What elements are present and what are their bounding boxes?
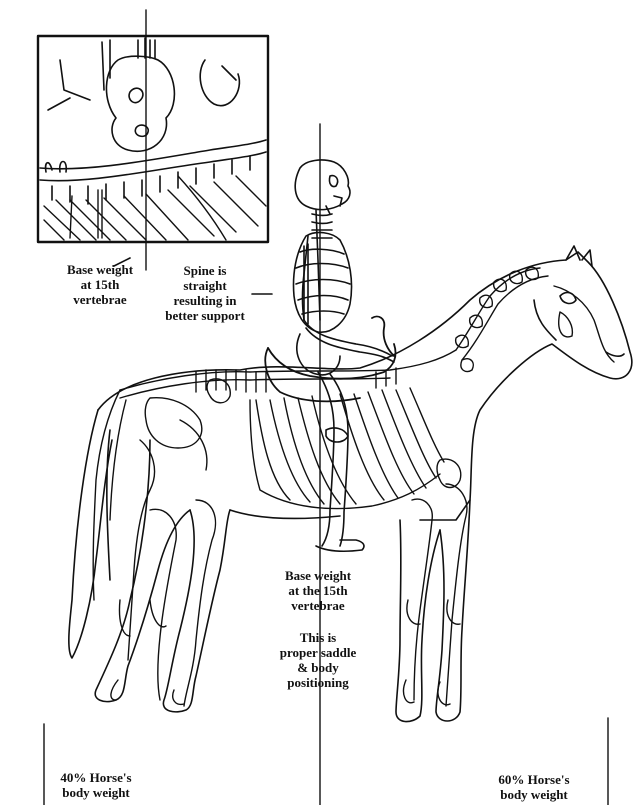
right-weight-label: 60% Horse's body weight: [484, 772, 584, 802]
inset-base-weight-label: Base weight at 15th vertebrae: [52, 262, 148, 307]
left-weight-label: 40% Horse's body weight: [46, 770, 146, 800]
inset-closeup-panel: [38, 10, 268, 270]
spine-straight-label: Spine is straight resulting in better su…: [152, 263, 258, 323]
center-base-weight-label: Base weight at the 15th vertebrae: [270, 568, 366, 613]
proper-saddle-label: This is proper saddle & body positioning: [266, 630, 370, 690]
